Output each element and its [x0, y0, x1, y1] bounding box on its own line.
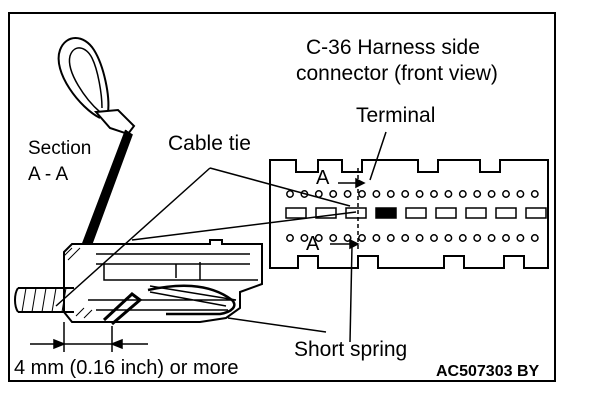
terminal-cavity	[473, 190, 482, 198]
terminal-cavity	[372, 190, 381, 198]
housing-inner-bottom	[88, 285, 237, 311]
terminal-cavity	[401, 190, 410, 198]
cable-tie-loop	[57, 37, 110, 119]
housing-hatch	[63, 247, 93, 319]
terminal-cavity	[329, 190, 338, 198]
terminal-cavity	[415, 234, 424, 242]
terminal-cavity	[458, 190, 467, 198]
terminal-cavity	[473, 234, 482, 242]
dimension-arrow-right	[109, 338, 123, 350]
terminal-cavity	[343, 190, 352, 198]
terminal-cavity	[343, 234, 352, 242]
terminal-cavity	[286, 190, 294, 198]
terminal-cavity	[430, 234, 438, 242]
short-spring-leader-1	[349, 245, 353, 343]
dimension-marker	[30, 322, 148, 352]
short-spring-slot	[315, 207, 337, 219]
cable-tie-label: Cable tie	[168, 132, 251, 155]
section-label-line1: Section	[28, 138, 91, 159]
terminal-cavity	[358, 234, 366, 242]
terminal-cavity	[314, 234, 323, 242]
short-spring-label: Short spring	[294, 338, 407, 361]
terminal-leader	[369, 131, 387, 181]
terminal-cavity	[487, 234, 496, 242]
connector-title-line2: connector (front view)	[296, 62, 498, 85]
terminal-cavity	[487, 190, 496, 198]
terminal-label: Terminal	[356, 104, 435, 127]
terminal-cavity	[530, 234, 539, 242]
short-spring-slot	[495, 207, 517, 219]
short-spring-slot-highlighted	[375, 207, 397, 219]
terminal-cavity	[502, 190, 510, 198]
terminal-row-top	[286, 190, 539, 198]
section-marker-bottom: A	[306, 233, 320, 255]
terminal-cavity	[329, 234, 338, 242]
short-spring-leader-2	[227, 317, 327, 333]
terminal-cavity	[300, 234, 309, 242]
section-marker-top: A	[316, 167, 330, 189]
cable-tie-loop-inner	[68, 47, 103, 113]
short-spring-slot	[435, 207, 457, 219]
terminal-cavity	[415, 190, 424, 198]
terminal-cavity	[530, 190, 539, 198]
dimension-label: 4 mm (0.16 inch) or more	[14, 357, 239, 379]
wire-hatch	[21, 287, 67, 313]
arrow-top-head	[355, 177, 366, 189]
terminal-row-middle	[285, 207, 547, 219]
short-spring-slot	[465, 207, 487, 219]
terminal-cavity	[401, 234, 410, 242]
terminal-cavity	[458, 234, 467, 242]
terminal-pin	[102, 292, 143, 326]
short-spring-slot	[285, 207, 307, 219]
connector-front-view	[269, 159, 549, 269]
section-label-line2: A - A	[28, 164, 68, 185]
cable-tie-leader-1	[55, 167, 211, 307]
terminal-cavity	[444, 234, 453, 242]
cable-tie-leader-2	[209, 167, 351, 207]
arrow-bottom-head	[349, 238, 360, 250]
terminal-cavity	[286, 234, 294, 242]
terminal-cavity	[372, 234, 381, 242]
terminal-cavity	[358, 190, 366, 198]
connector-cross-section	[14, 239, 263, 326]
terminal-cavity	[444, 190, 453, 198]
leader-lines	[55, 131, 387, 343]
terminal-cavity	[386, 234, 395, 242]
cable-tie-leader-3	[131, 211, 357, 241]
terminal-cavity	[386, 190, 395, 198]
terminal-row-bottom	[286, 234, 539, 242]
short-spring-shape	[147, 284, 236, 316]
figure-code: AC507303 BY	[436, 363, 540, 380]
dimension-arrow-left	[53, 338, 67, 350]
short-spring-slot	[525, 207, 547, 219]
terminal-cavity	[516, 234, 525, 242]
short-spring-slot	[405, 207, 427, 219]
connector-title-line1: C-36 Harness side	[306, 36, 480, 59]
terminal-cavity	[516, 190, 525, 198]
cable-tie-head	[93, 108, 136, 136]
housing-inner-top	[96, 253, 258, 281]
terminal-cavity	[502, 234, 510, 242]
terminal-cavity	[430, 190, 438, 198]
